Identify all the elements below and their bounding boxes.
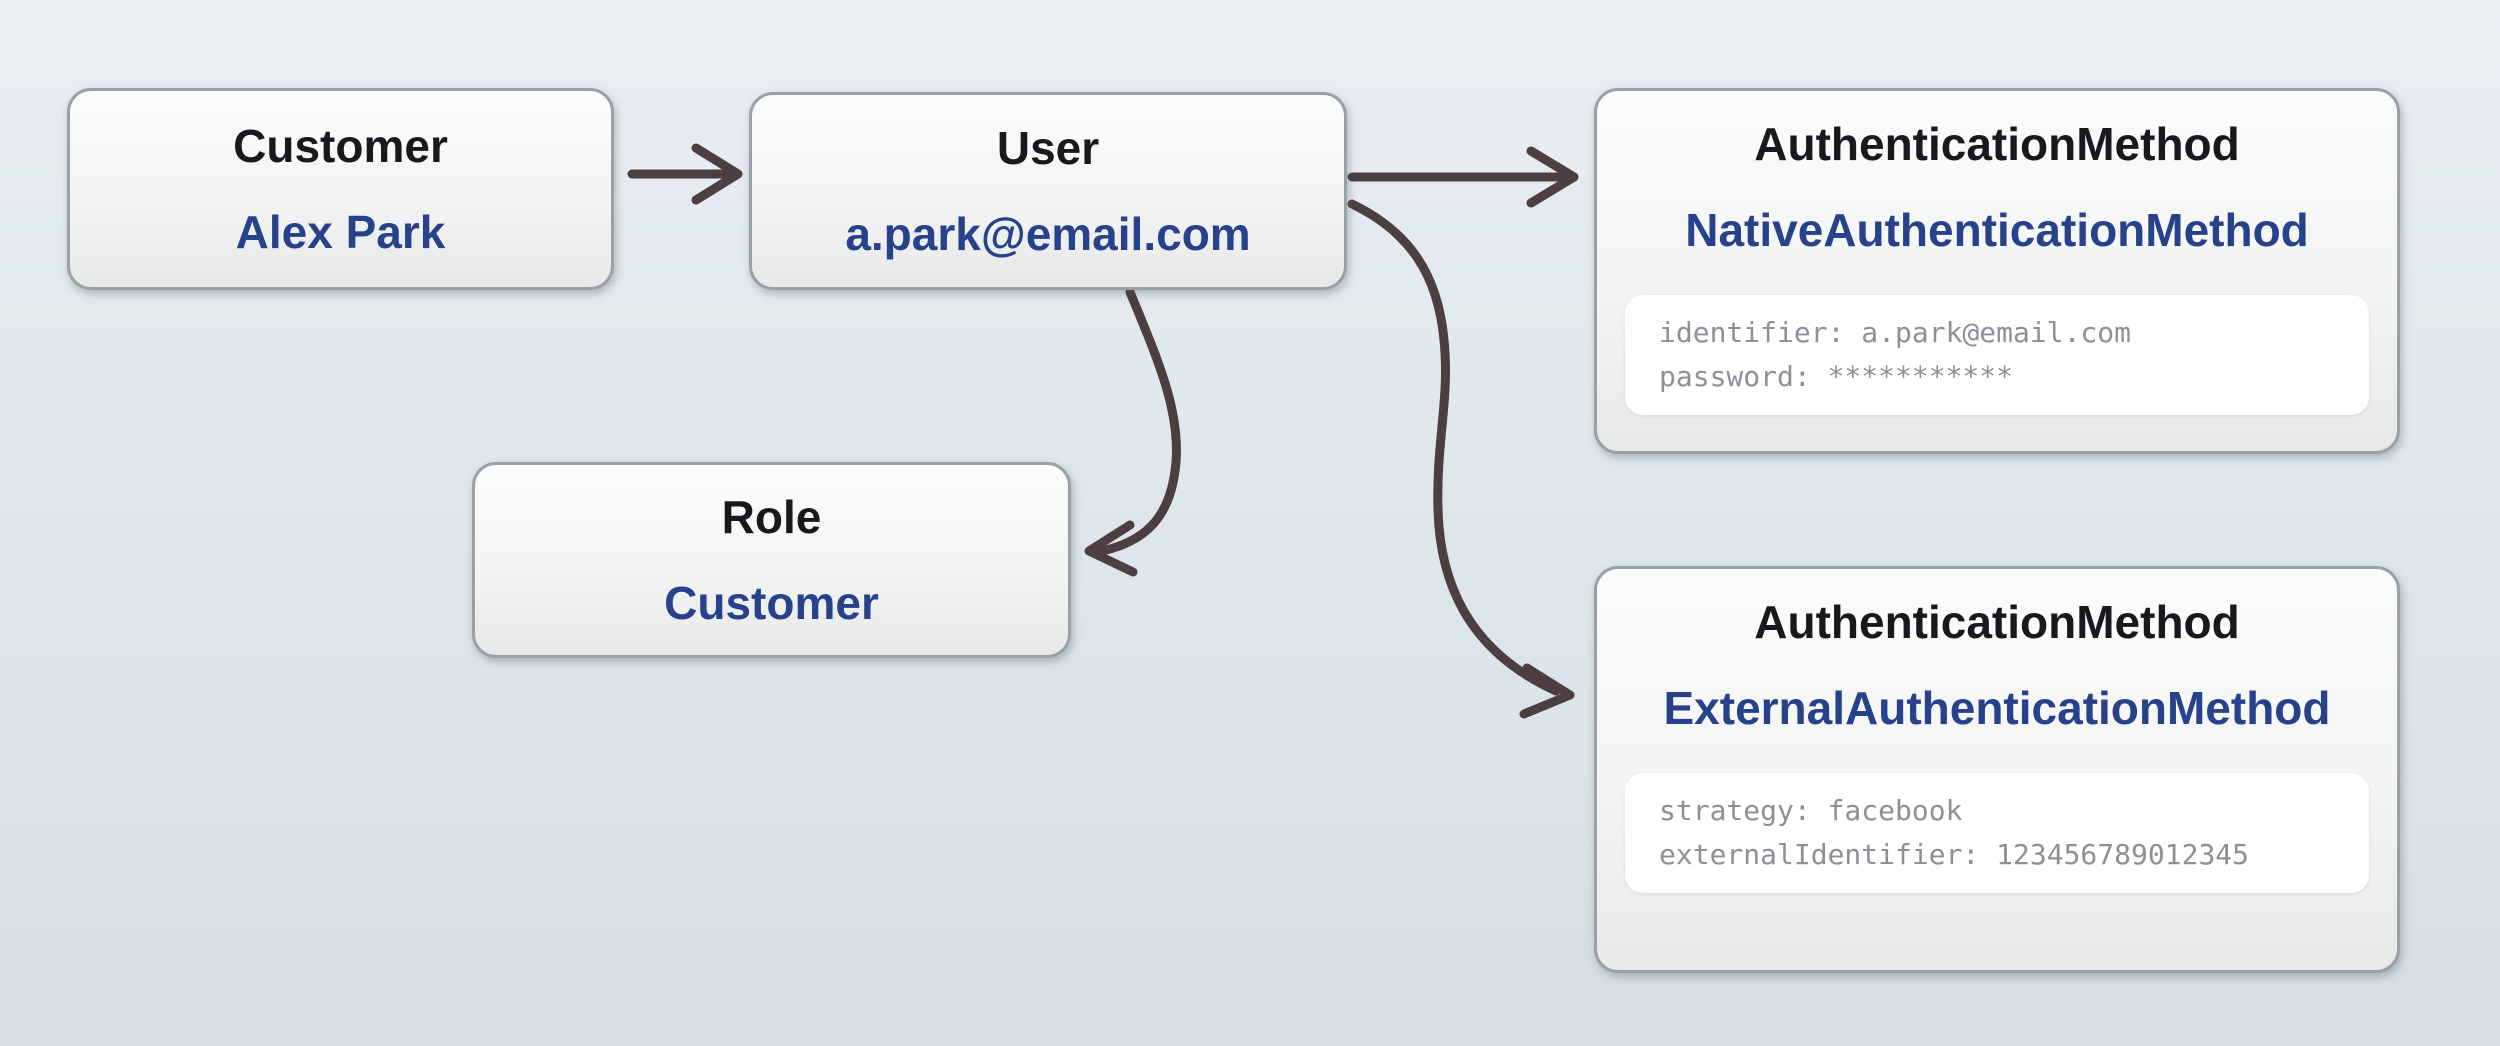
attribute-password: password: ***********	[1659, 360, 2014, 393]
node-customer: Customer Alex Park	[67, 88, 614, 290]
node-authentication-method-external: AuthenticationMethod ExternalAuthenticat…	[1594, 566, 2400, 973]
node-role: Role Customer	[472, 462, 1071, 658]
node-auth-native-title: AuthenticationMethod	[1754, 118, 2240, 170]
node-authentication-method-native: AuthenticationMethod NativeAuthenticatio…	[1594, 88, 2400, 454]
edge-user-to-role	[1084, 287, 1181, 577]
auth-external-attributes-panel: strategy: facebook externalIdentifier: 1…	[1625, 773, 2369, 893]
node-customer-value: Alex Park	[235, 206, 446, 258]
edge-customer-to-user	[627, 143, 743, 205]
node-user: User a.park@email.com	[749, 92, 1347, 290]
auth-native-attributes-panel: identifier: a.park@email.com password: *…	[1625, 295, 2369, 415]
edge-user-to-native-auth	[1347, 146, 1579, 208]
attribute-strategy: strategy: facebook	[1659, 794, 1963, 827]
node-auth-external-title: AuthenticationMethod	[1754, 596, 2240, 648]
node-customer-title: Customer	[233, 120, 448, 172]
node-role-value: Customer	[664, 577, 879, 629]
node-user-title: User	[996, 122, 1100, 174]
node-user-value: a.park@email.com	[845, 208, 1251, 260]
attribute-external-identifier: externalIdentifier: 123456789012345	[1659, 838, 2250, 871]
attribute-identifier: identifier: a.park@email.com	[1659, 316, 2132, 349]
edge-user-to-external-auth	[1347, 199, 1575, 719]
node-auth-external-value: ExternalAuthenticationMethod	[1663, 682, 2331, 734]
node-role-title: Role	[721, 491, 822, 543]
node-auth-native-value: NativeAuthenticationMethod	[1685, 204, 2309, 256]
